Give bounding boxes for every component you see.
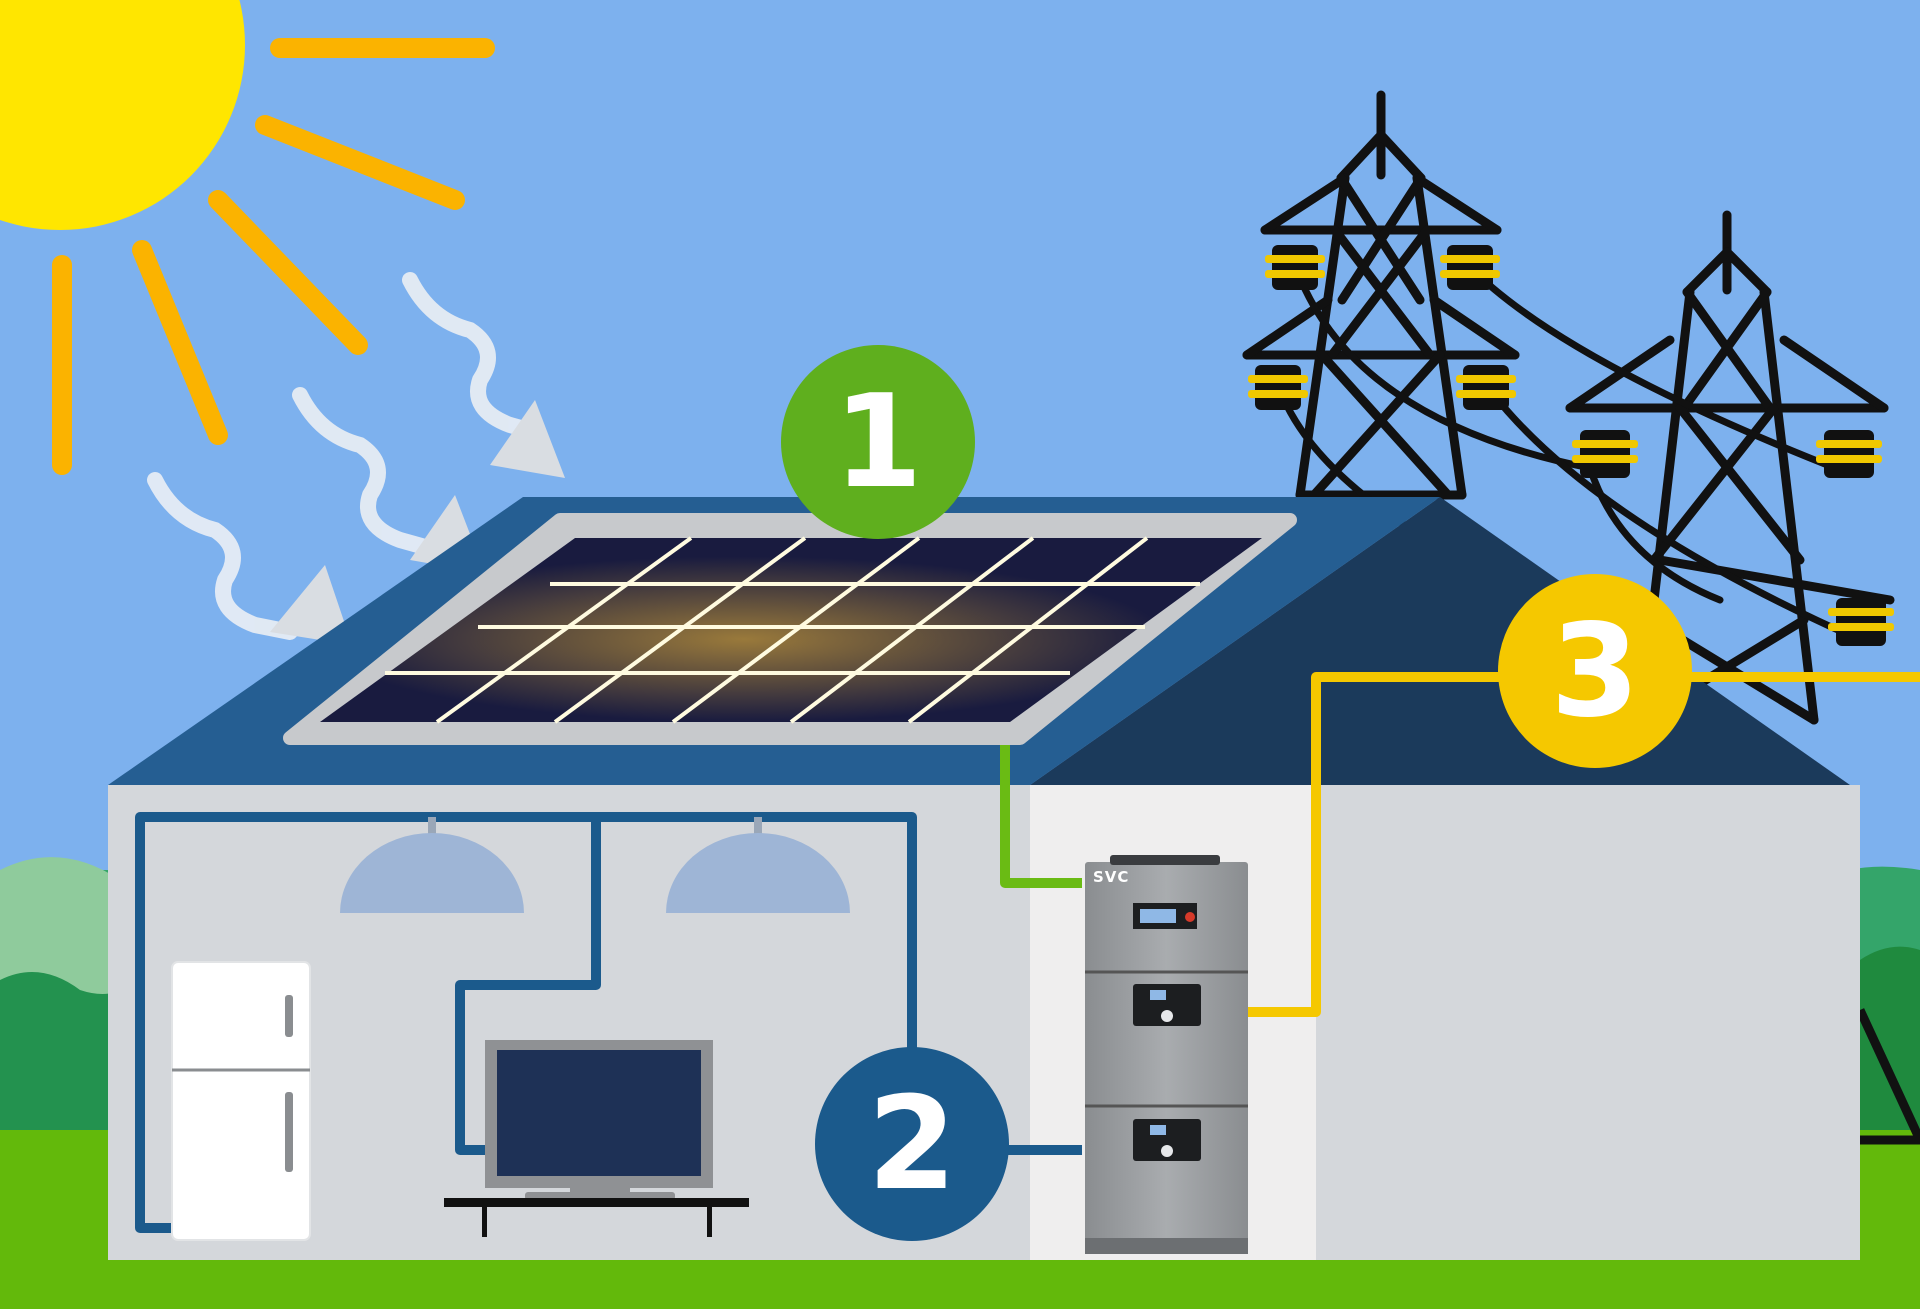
power-pylons [1242, 90, 1895, 725]
solar-panel [283, 513, 1297, 745]
house-wall-right [1316, 785, 1860, 1260]
grid-badge: 3 [1498, 574, 1692, 768]
solar-panel-badge: 1 [781, 345, 975, 539]
solar-wire [1000, 745, 1082, 888]
fridge [171, 961, 311, 1241]
sunlight-arrows [147, 272, 543, 640]
battery-brand-logo: SVC [1093, 868, 1130, 886]
television [444, 1040, 749, 1237]
sun-rays [52, 38, 495, 475]
pylon-base [1855, 1008, 1920, 1145]
battery-badge: 2 [815, 1047, 1009, 1241]
pylon-insulators [1248, 245, 1894, 646]
battery-inverter [1085, 855, 1248, 1254]
sun [0, 0, 245, 230]
house-wiring [135, 812, 1082, 1233]
ceiling-lamps [340, 817, 850, 913]
